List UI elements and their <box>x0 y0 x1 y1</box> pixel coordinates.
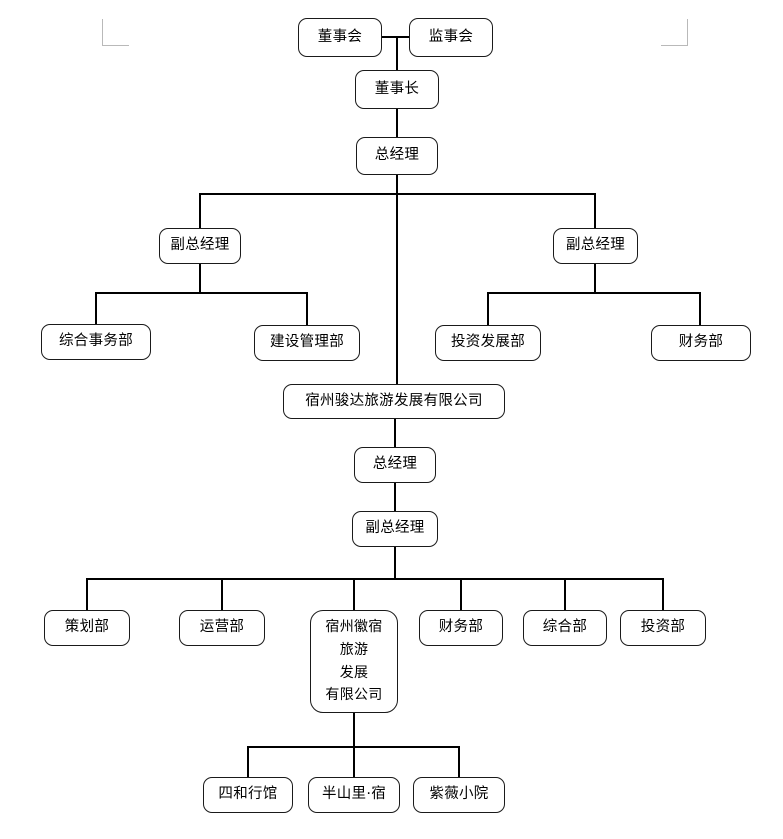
node-dept-operations[interactable]: 运营部 <box>179 610 265 646</box>
node-board-of-directors[interactable]: 董事会 <box>298 18 382 57</box>
connector-deputy-left-down <box>199 263 201 293</box>
connector-to-investment-dev <box>487 292 489 326</box>
node-dept-construction-management[interactable]: 建设管理部 <box>254 325 360 361</box>
node-board-of-supervisors[interactable]: 监事会 <box>409 18 493 57</box>
node-dept-planning[interactable]: 策划部 <box>44 610 130 646</box>
connector-gm-main-spine <box>396 174 398 385</box>
node-general-manager-top[interactable]: 总经理 <box>356 137 438 175</box>
connector-bus-left-depts <box>95 292 307 294</box>
connector-to-operations <box>221 578 223 611</box>
connector-to-venue-ziwei <box>458 746 460 778</box>
node-dept-finance-lower[interactable]: 财务部 <box>419 610 503 646</box>
connector-chairman-to-gm <box>396 108 398 138</box>
node-general-manager-junda[interactable]: 总经理 <box>354 447 436 483</box>
connector-board-to-spine <box>382 36 397 38</box>
connector-to-investment-dept <box>662 578 664 611</box>
connector-bus-deputy-gms <box>199 193 596 195</box>
node-venue-banshanli[interactable]: 半山里·宿 <box>308 777 400 813</box>
connector-gm2-to-deputy2 <box>394 482 396 512</box>
connector-to-finance-upper <box>699 292 701 326</box>
connector-to-venue-sihe <box>247 746 249 778</box>
node-dept-investment[interactable]: 投资部 <box>620 610 706 646</box>
connector-to-general-affairs <box>95 292 97 325</box>
node-company-huisu[interactable]: 宿州徽宿 旅游 发展 有限公司 <box>310 610 398 713</box>
connector-to-finance-lower <box>460 578 462 611</box>
connector-to-huisu-company <box>353 578 355 611</box>
node-deputy-general-manager-junda[interactable]: 副总经理 <box>352 511 438 547</box>
node-deputy-general-manager-right[interactable]: 副总经理 <box>553 228 638 264</box>
node-dept-finance-upper[interactable]: 财务部 <box>651 325 751 361</box>
node-company-junda[interactable]: 宿州骏达旅游发展有限公司 <box>283 384 505 419</box>
connector-deputy2-down <box>394 546 396 579</box>
node-chairman[interactable]: 董事长 <box>355 70 439 109</box>
connector-huisu-down <box>353 712 355 747</box>
node-dept-general-affairs[interactable]: 综合事务部 <box>41 324 151 360</box>
connector-to-venue-banshanli <box>353 746 355 778</box>
connector-bus-six-depts <box>86 578 663 580</box>
connector-to-general-dept <box>564 578 566 611</box>
node-venue-ziwei[interactable]: 紫薇小院 <box>413 777 505 813</box>
page-margin-corner-top-left <box>102 19 129 46</box>
page-margin-corner-top-right <box>661 19 688 46</box>
connector-spine-board-to-chairman <box>396 36 398 71</box>
connector-deputy-right-down <box>594 263 596 293</box>
node-dept-investment-development[interactable]: 投资发展部 <box>435 325 541 361</box>
connector-supervisors-to-spine <box>396 36 410 38</box>
connector-bus-to-deputy-left <box>199 193 201 229</box>
node-venue-sihe[interactable]: 四和行馆 <box>203 777 293 813</box>
node-deputy-general-manager-left[interactable]: 副总经理 <box>159 228 241 264</box>
connector-bus-right-depts <box>487 292 701 294</box>
connector-to-planning <box>86 578 88 611</box>
node-dept-general[interactable]: 综合部 <box>523 610 607 646</box>
connector-to-construction-mgmt <box>306 292 308 326</box>
connector-junda-to-gm2 <box>394 418 396 448</box>
connector-bus-to-deputy-right <box>594 193 596 229</box>
